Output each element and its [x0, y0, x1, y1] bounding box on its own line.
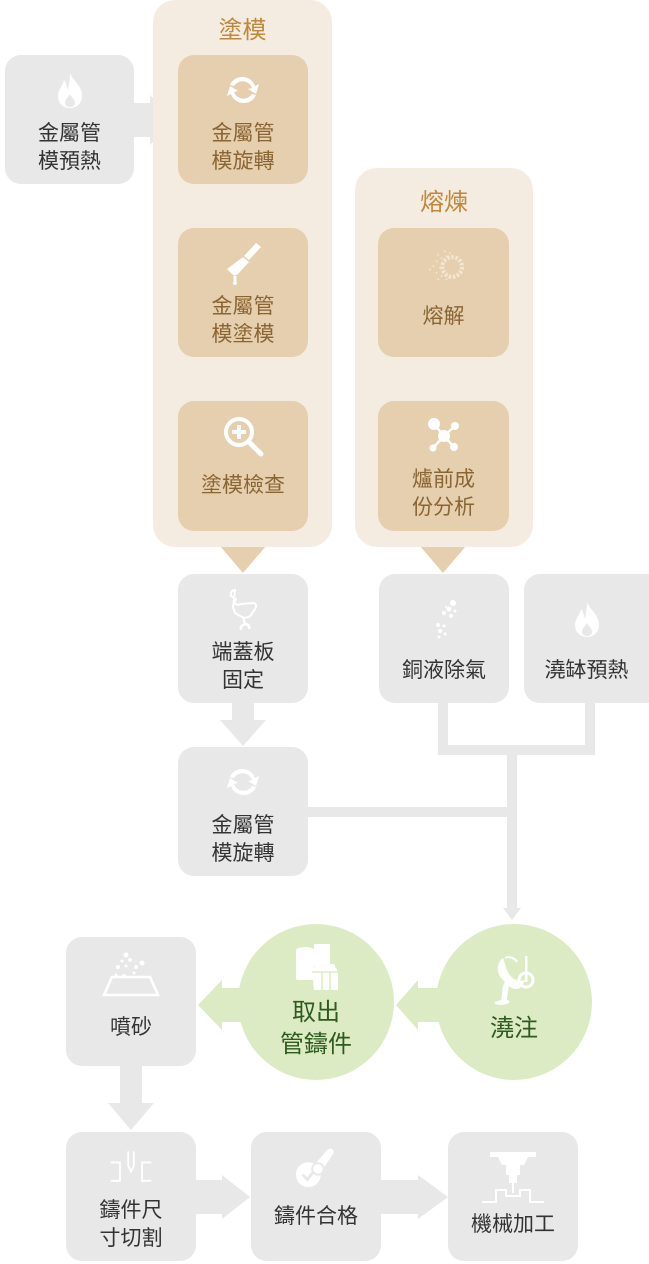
arrow-fix-to-rotate2	[220, 703, 266, 746]
arrow-cut-to-pass	[196, 1175, 250, 1219]
rotate-icon	[220, 759, 266, 805]
step-machining[interactable]: 機械加工	[448, 1132, 578, 1261]
connector-rotate2-to-merge	[306, 807, 512, 817]
step-label: 噴砂	[110, 1015, 152, 1039]
approved-stamp-icon	[293, 1144, 339, 1190]
step-label: 澆缽預熱	[544, 658, 629, 682]
group-title-coating: 塗模	[218, 16, 267, 44]
dissolve-gear-icon	[421, 244, 467, 290]
step-rotate-mold-1[interactable]: 金屬管 模旋轉	[178, 55, 308, 184]
bubbles-icon	[421, 596, 467, 642]
wrench-hand-icon	[220, 586, 266, 632]
group-title-melting: 熔煉	[420, 188, 468, 216]
arrow-merge-to-pour	[503, 755, 521, 920]
step-label: 銅液除氣	[402, 658, 486, 682]
casting-blocks-icon	[292, 942, 340, 992]
flame-icon	[47, 67, 93, 113]
step-label: 金屬管 模預熱	[38, 121, 101, 173]
step-label: 塗模檢查	[201, 473, 285, 497]
step-melt[interactable]: 熔解	[378, 228, 509, 357]
step-label: 端蓋板 固定	[211, 640, 275, 692]
cnc-mill-icon	[478, 1148, 548, 1206]
step-label: 熔解	[422, 304, 465, 328]
step-extract-casting[interactable]: 取出 管鑄件	[238, 924, 394, 1080]
molecule-icon	[421, 413, 467, 459]
step-inspect-coating[interactable]: 塗模檢查	[178, 401, 308, 531]
step-label: 金屬管 模旋轉	[211, 813, 275, 865]
step-degas-copper[interactable]: 銅液除氣	[379, 574, 509, 703]
paintbrush-icon	[220, 240, 266, 286]
step-label: 爐前成 份分析	[412, 467, 475, 519]
step-sandblast[interactable]: 噴砂	[66, 937, 196, 1066]
step-preheat-ladle[interactable]: 澆缽預熱	[524, 574, 649, 703]
magnify-plus-icon	[220, 413, 266, 459]
step-furnace-analysis[interactable]: 爐前成 份分析	[378, 401, 509, 531]
step-pour[interactable]: 澆注	[436, 924, 592, 1080]
step-coat-mold[interactable]: 金屬管 模塗模	[178, 228, 308, 357]
step-label: 鑄件尺 寸切割	[99, 1198, 163, 1250]
step-preheat-mold[interactable]: 金屬管 模預熱	[5, 55, 134, 184]
flame-icon	[564, 596, 610, 642]
step-rotate-mold-2[interactable]: 金屬管 模旋轉	[178, 747, 308, 876]
step-label: 鑄件合格	[274, 1204, 358, 1228]
step-casting-pass[interactable]: 鑄件合格	[251, 1132, 381, 1261]
step-label: 金屬管 模塗模	[211, 294, 275, 346]
step-label: 金屬管 模旋轉	[211, 121, 275, 173]
step-label: 澆注	[490, 1014, 538, 1042]
step-label: 機械加工	[471, 1212, 555, 1236]
sandblast-icon	[96, 951, 166, 1001]
arrow-sandblast-to-cut	[108, 1066, 154, 1130]
rotate-icon	[220, 67, 266, 113]
pouring-ladle-icon	[489, 952, 539, 1008]
arrow-pass-to-machining	[380, 1175, 448, 1219]
connector-degas-ladle-merge	[438, 703, 595, 755]
cutter-icon	[108, 1144, 154, 1190]
step-fix-end-cover[interactable]: 端蓋板 固定	[178, 574, 308, 703]
step-cut-casting[interactable]: 鑄件尺 寸切割	[66, 1132, 196, 1261]
step-label: 取出 管鑄件	[280, 998, 352, 1058]
